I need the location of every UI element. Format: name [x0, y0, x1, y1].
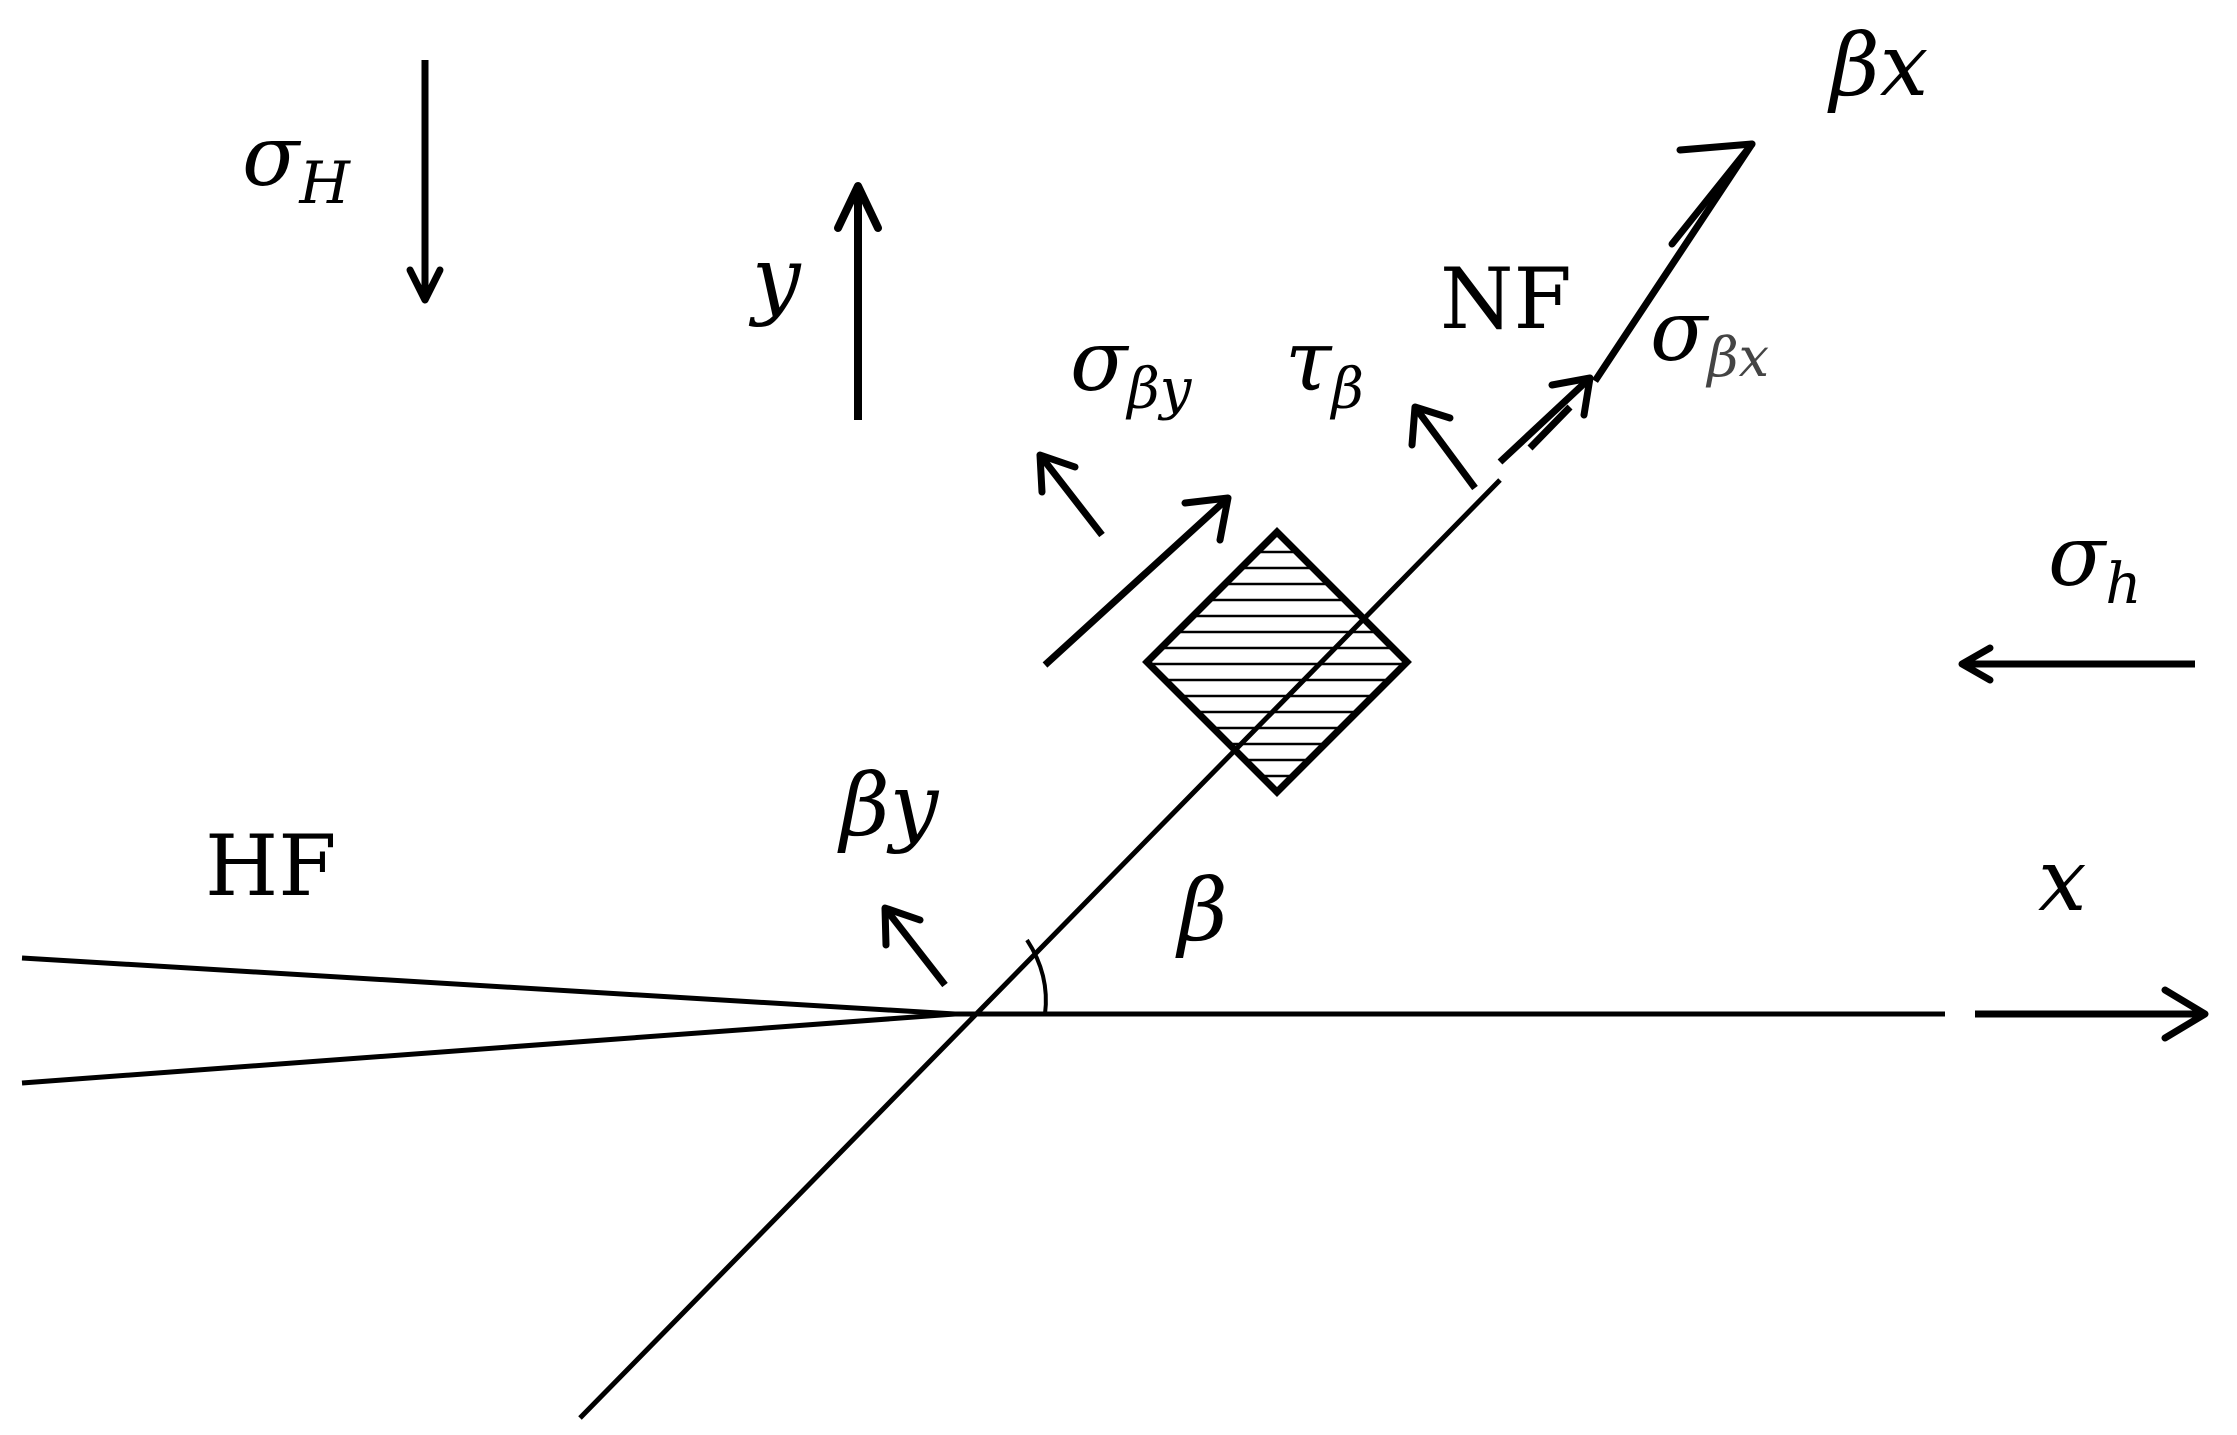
NF-label: NF: [1440, 250, 1572, 348]
x-axis-arrow: [1975, 986, 2209, 1042]
y-axis-label: y: [748, 229, 802, 329]
hydraulic-fracture: [21, 955, 956, 1086]
sigma-beta-x-arrow: [1497, 374, 1594, 465]
x-axis-label: x: [2038, 831, 2087, 931]
sigma-beta-x-label: σβx: [1650, 282, 1769, 389]
HF-label: HF: [205, 817, 337, 915]
beta-angle-label: β: [1175, 861, 1228, 961]
hatched-element: [1142, 527, 1412, 797]
sigma-beta-y-arrow: [1036, 451, 1105, 538]
sigma-h-label: σh: [2048, 507, 2141, 617]
beta-y-arrow: [881, 904, 948, 988]
beta-x-label: βx: [1827, 16, 1928, 116]
shear-arrow: [1042, 494, 1232, 668]
sigma-beta-y-label: σβy: [1070, 312, 1193, 422]
tau-beta-arrow: [1408, 403, 1478, 491]
y-axis-arrow: [834, 182, 882, 420]
beta-y-label: βy: [837, 756, 940, 856]
sigma-H-label: σH: [242, 107, 351, 217]
beta-angle-arc: [1025, 938, 1048, 1015]
tau-beta-label: τβ: [1285, 312, 1364, 422]
sigma-H-arrow: [406, 60, 444, 304]
beta-x-axis-arrow: [1527, 140, 1756, 451]
sigma-h-arrow: [1958, 644, 2195, 684]
